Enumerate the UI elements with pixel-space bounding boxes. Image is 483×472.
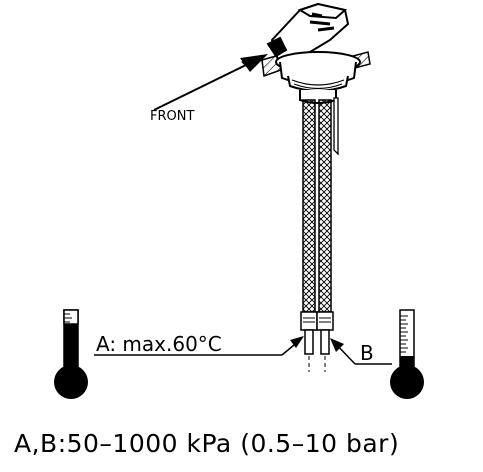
pressure-range-text: A,B:50–1000 kPa (0.5–10 bar) bbox=[14, 429, 399, 458]
front-label: FRONT bbox=[150, 109, 194, 124]
label-a-max-temp: A: max.60°C bbox=[96, 332, 222, 356]
leader-a bbox=[94, 336, 304, 356]
braided-hoses bbox=[300, 97, 339, 372]
cold-thermometer-icon bbox=[390, 309, 424, 399]
front-arrow bbox=[153, 54, 268, 111]
faucet-head bbox=[266, 2, 361, 104]
hot-thermometer-icon bbox=[54, 309, 88, 399]
label-b: B bbox=[360, 341, 374, 365]
leader-b bbox=[330, 338, 392, 365]
